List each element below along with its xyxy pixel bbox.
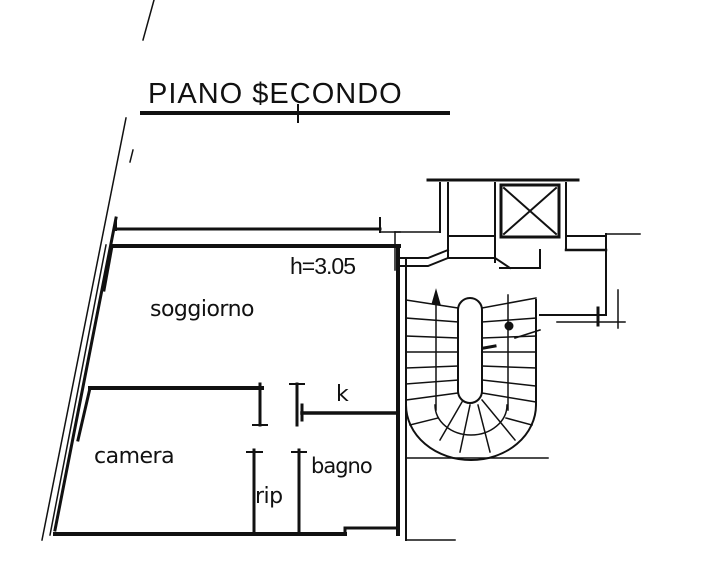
- staircase: [404, 294, 537, 461]
- room-label-kitchen: k: [336, 382, 349, 407]
- room-label-ripostiglio: rip: [255, 484, 283, 509]
- room-label-bagno: bagno: [311, 454, 373, 478]
- room-label-camera: camera: [94, 444, 175, 469]
- stair-arrow-icon: [431, 288, 441, 305]
- facade-line: [142, 0, 155, 41]
- plan-title: PIANO $ECONDO: [148, 78, 403, 110]
- ceiling-height-label: h=3.05: [290, 253, 356, 279]
- elevator-shaft: [499, 183, 561, 239]
- room-label-soggiorno: soggiorno: [150, 297, 255, 322]
